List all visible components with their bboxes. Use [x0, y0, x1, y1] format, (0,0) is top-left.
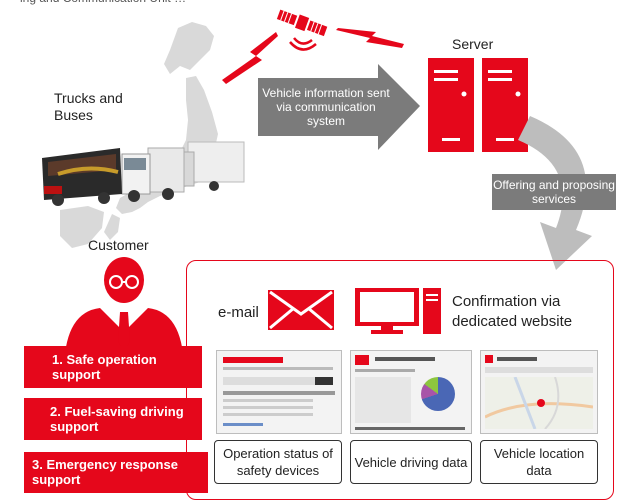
- signal-right-icon: [336, 28, 404, 48]
- signal-left-icon: [222, 32, 278, 84]
- top-caption: ing and Communication Unit …: [20, 0, 186, 5]
- location-data-screenshot: [480, 350, 598, 434]
- email-label: e-mail: [218, 304, 259, 321]
- vehicle-info-text: Vehicle information sent via communicati…: [262, 86, 390, 128]
- envelope-icon: [268, 290, 334, 330]
- trucks-label: Trucks and Buses: [54, 90, 123, 123]
- offering-text: Offering and proposing services: [493, 178, 615, 206]
- vehicle-info-arrow: [258, 64, 420, 150]
- caption-safety-devices: Operation status of safety devices: [214, 440, 342, 484]
- service-emergency: 3. Emergency response support: [24, 452, 208, 493]
- caption-location-data: Vehicle location data: [480, 440, 598, 484]
- computer-icon: [355, 288, 441, 334]
- offering-arrow: [518, 116, 592, 270]
- customer-label: Customer: [88, 237, 149, 253]
- caption-driving-data: Vehicle driving data: [350, 440, 472, 484]
- website-label: Confirmation via dedicated website: [452, 293, 573, 330]
- trucks-buses-image: [42, 141, 245, 206]
- driving-data-screenshot: [350, 350, 472, 434]
- server-label: Server: [452, 36, 494, 52]
- server-icon: [428, 58, 528, 152]
- service-fuel-saving: 2. Fuel-saving driving support: [24, 398, 202, 440]
- safety-devices-screenshot: [216, 350, 342, 434]
- offering-label-box: [492, 174, 616, 210]
- service-safe-operation: 1. Safe operation support: [24, 346, 202, 388]
- satellite-icon: [276, 9, 328, 51]
